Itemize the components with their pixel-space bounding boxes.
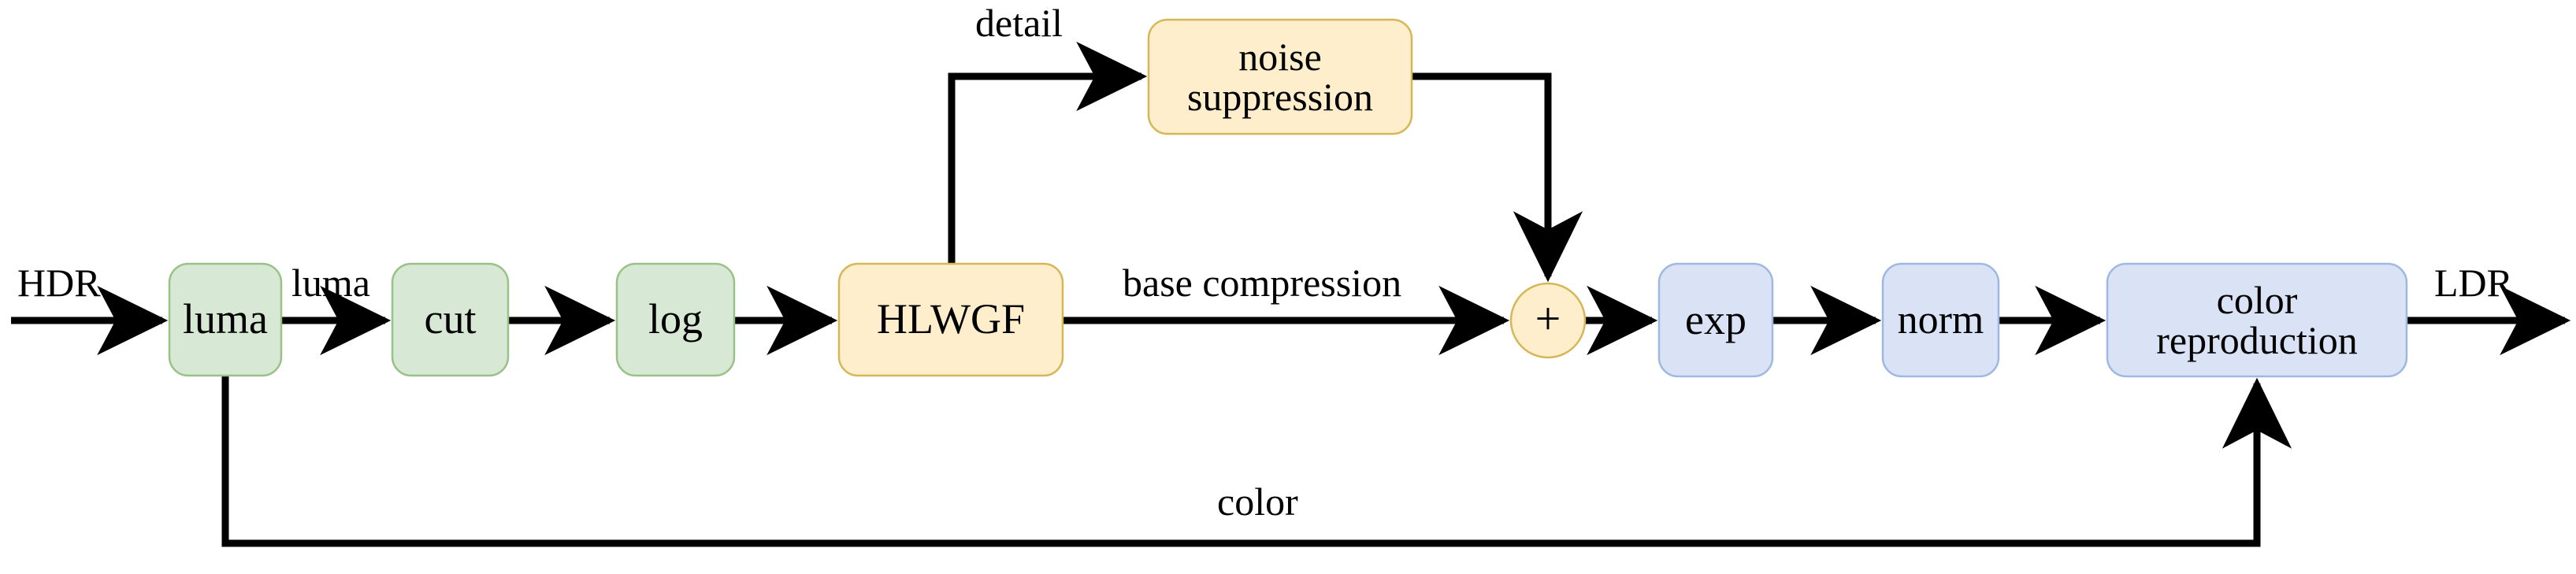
node-shape-hlwgf — [837, 262, 1064, 377]
edge-label-luma-out: luma — [291, 261, 370, 305]
node-shape-noise-suppression — [1147, 18, 1413, 135]
node-shape-cut — [391, 262, 510, 377]
node-shape-log — [615, 262, 736, 377]
edge-hlwgf-to-noise — [948, 41, 1148, 264]
edge-label-detail: detail — [975, 1, 1063, 45]
edge-luma-to-color-feedback — [221, 376, 2292, 547]
edge-label-base-compression: base compression — [1123, 261, 1402, 305]
node-shape-norm — [1881, 262, 2000, 378]
node-shape-sum — [1509, 282, 1587, 359]
node-shape-luma — [168, 262, 283, 377]
edge-noise-to-sum — [1412, 72, 1583, 283]
node-shape-color-reproduction — [2106, 262, 2408, 378]
edge-label-ldr: LDR — [2434, 261, 2513, 305]
edge-label-color-feedback: color — [1217, 480, 1298, 524]
edge-label-hdr: HDR — [17, 261, 101, 305]
node-shape-exp — [1657, 262, 1774, 378]
